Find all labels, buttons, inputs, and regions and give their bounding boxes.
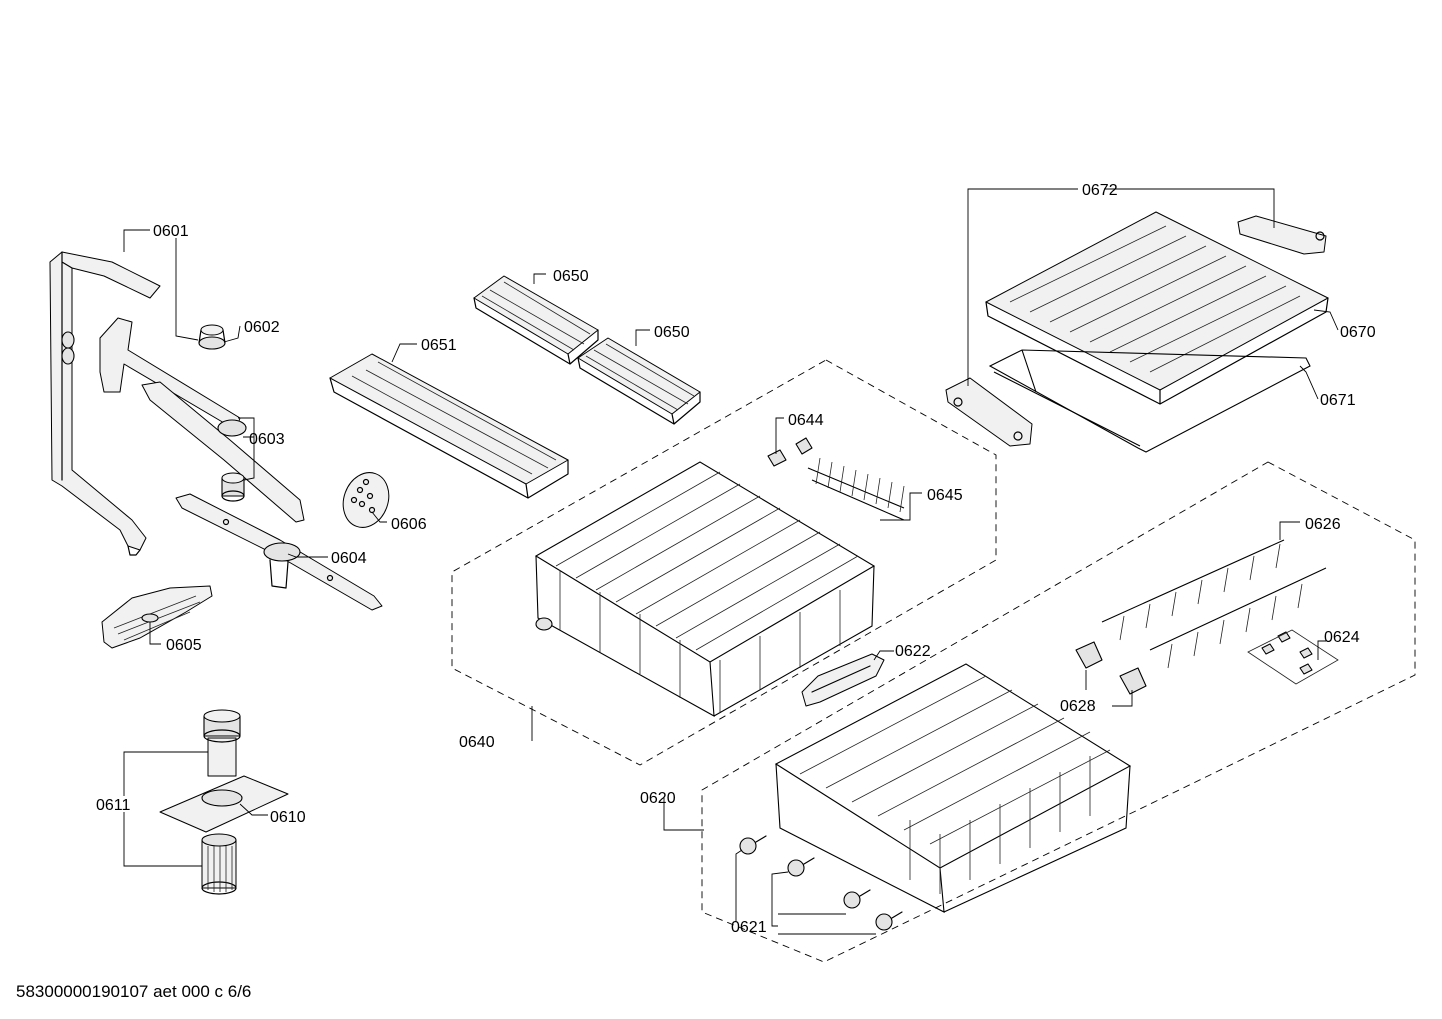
callout-0640: 0640: [459, 734, 495, 751]
holders-0628: [1075, 641, 1147, 695]
handle-0622: [801, 653, 885, 707]
upper-basket-0640: [534, 461, 876, 717]
third-rack-frame-0671: [988, 349, 1311, 453]
callout-0603: 0603: [249, 431, 285, 448]
clips-0624: [1247, 629, 1339, 685]
leader-lines: [123, 188, 1339, 935]
nut-0602: [198, 324, 226, 350]
plate-rack-0626: [1101, 539, 1327, 669]
callout-0624: 0624: [1324, 629, 1360, 646]
lower-basket-group-outline: [701, 461, 1416, 963]
callout-0672: 0672: [1082, 182, 1118, 199]
callout-0670: 0670: [1340, 324, 1376, 341]
wheels-0621: [739, 835, 903, 931]
callout-0650-b: 0650: [654, 324, 690, 341]
callout-0651: 0651: [421, 337, 457, 354]
callout-0610: 0610: [270, 809, 306, 826]
callout-0622: 0622: [895, 643, 931, 660]
micro-filter-0611: [201, 833, 237, 895]
callout-0611: 0611: [96, 797, 131, 814]
callout-0602: 0602: [244, 319, 280, 336]
document-code: 58300000190107 aet 000 c 6/6: [16, 982, 252, 1001]
cup-rack-0645: [807, 457, 905, 521]
rack-rail-right-0672: [1237, 215, 1327, 255]
cutlery-insert-0650-a: [473, 275, 599, 365]
callout-0621: 0621: [731, 919, 767, 936]
callout-0601: 0601: [153, 223, 189, 240]
callout-0644: 0644: [788, 412, 824, 429]
supply-pipe-0601: [49, 251, 161, 556]
upper-spray-arm-0603: [99, 317, 305, 523]
filter-plate-0610: [159, 709, 289, 833]
clip-0644: [767, 437, 813, 467]
callout-0605: 0605: [166, 637, 202, 654]
lower-basket-0620: [774, 663, 1132, 913]
rack-rail-left-0672: [945, 377, 1033, 447]
sieve-cover-0605: [101, 585, 213, 649]
lower-spray-arm-0604: [175, 493, 383, 611]
callout-0606: 0606: [391, 516, 427, 533]
cutlery-insert-0650-b: [577, 337, 701, 425]
disc-0606: [342, 472, 390, 528]
callout-0628: 0628: [1060, 698, 1096, 715]
callout-0620: 0620: [640, 790, 676, 807]
third-rack-tray-0670: [985, 211, 1329, 405]
cutlery-tray-0651: [329, 353, 569, 499]
callout-labels: 0601 0602 0603 0604 0605 0606 0610 0611 …: [96, 182, 1376, 936]
upper-basket-group-outline: [451, 359, 997, 766]
callout-0626: 0626: [1305, 516, 1341, 533]
callout-0671: 0671: [1320, 392, 1356, 409]
callout-0650-a: 0650: [553, 268, 589, 285]
callout-0604: 0604: [331, 550, 367, 567]
callout-0645: 0645: [927, 487, 963, 504]
